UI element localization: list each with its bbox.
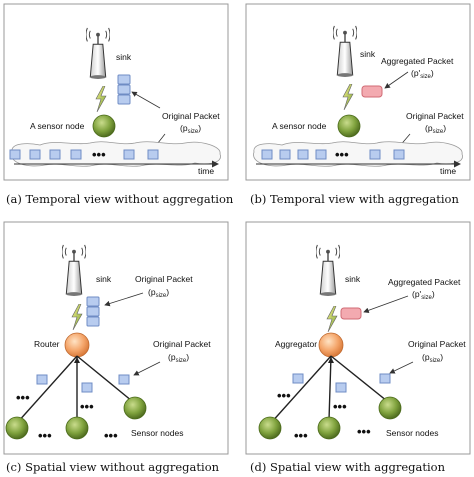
ellipsis: ••• [38, 428, 52, 443]
original-packet-label: Original Packet [406, 111, 464, 121]
pointer-arrow [104, 292, 144, 307]
panel-c: sink Original Packet (psize) Router Orig… [3, 221, 229, 474]
aggregator-node-icon [318, 332, 344, 358]
packet-icon [147, 149, 159, 160]
ellipsis: ••• [294, 428, 308, 443]
sensor-node-icon [123, 396, 147, 420]
packet-icon [29, 149, 41, 160]
ellipsis: ••• [335, 147, 349, 162]
pointer-arrow [131, 91, 161, 109]
ellipsis: ••• [92, 147, 106, 162]
packet-icon [86, 296, 100, 307]
sensor-node-icon [258, 416, 282, 440]
packet-icon [261, 149, 273, 160]
router-node-icon [64, 332, 90, 358]
time-cloud [253, 141, 463, 167]
panel-d-frame [245, 221, 471, 455]
link-line [328, 355, 332, 421]
pointer-arrow [133, 361, 161, 376]
aggregated-packet-label: Aggregated Packet [381, 56, 454, 66]
sensor-nodes-label: Sensor nodes [131, 428, 183, 438]
packet-icon [279, 149, 291, 160]
caption-a: (a) Temporal view without aggregation [6, 192, 234, 206]
sensor-node-icon [65, 416, 89, 440]
time-cloud [11, 141, 221, 167]
psize-label: (psize) [422, 352, 443, 364]
sensor-node-icon [317, 416, 341, 440]
packet-icon [117, 84, 131, 95]
packet-icon [393, 149, 405, 160]
packet-icon [335, 382, 347, 393]
panel-b: sink Aggregated Packet (p'size) A sensor… [245, 3, 471, 206]
ellipsis: ••• [104, 428, 118, 443]
packet-icon [36, 374, 48, 385]
time-label: time [440, 166, 456, 176]
pointer-arrow [384, 71, 409, 89]
pointer-arrow [363, 295, 409, 313]
arrow-head-icon [74, 357, 80, 363]
caption-d: (d) Spatial view with aggregation [250, 460, 446, 474]
sensor-node-label: A sensor node [30, 121, 85, 131]
sensor-nodes-label: Sensor nodes [386, 428, 438, 438]
ellipsis: ••• [80, 399, 94, 414]
sensor-node-icon [378, 396, 402, 420]
psize-label: (psize) [180, 123, 201, 135]
original-packet-label: Original Packet [408, 339, 466, 349]
packet-icon [117, 94, 131, 105]
psize-top-label: (psize) [148, 287, 169, 299]
link-line [16, 355, 78, 424]
sink-label: sink [360, 49, 376, 59]
caption-b: (b) Temporal view with aggregation [250, 192, 459, 206]
sink-label: sink [96, 274, 112, 284]
packet-icon [9, 149, 21, 160]
packet-icon [379, 373, 391, 384]
sensor-node-icon [337, 114, 361, 138]
router-label: Router [34, 339, 60, 349]
pprime-label: (p'size) [412, 289, 435, 301]
time-label: time [198, 166, 214, 176]
panel-a: sink A sensor node Original Packet (psiz… [3, 3, 234, 206]
original-packet-label: Original Packet [162, 111, 220, 121]
sink-label: sink [345, 274, 361, 284]
ellipsis: ••• [16, 390, 30, 405]
aggregated-packet-label: Aggregated Packet [388, 277, 461, 287]
aggregator-label: Aggregator [275, 339, 317, 349]
sink-label: sink [116, 52, 132, 62]
panel-c-frame [3, 221, 229, 455]
packet-icon [118, 374, 130, 385]
caption-c: (c) Spatial view without aggregation [6, 460, 220, 474]
sensor-node-label: A sensor node [272, 121, 327, 131]
link-line [76, 355, 133, 402]
link-line [269, 355, 332, 425]
packet-icon [49, 149, 61, 160]
psize-label: (psize) [168, 352, 189, 364]
psize-label: (psize) [425, 123, 446, 135]
ellipsis: ••• [333, 399, 347, 414]
arrow-head-icon [328, 357, 334, 363]
packet-icon [86, 316, 100, 327]
packet-icon [292, 373, 304, 384]
packet-icon [369, 149, 381, 160]
packet-icon [117, 74, 131, 85]
aggregated-packet-icon [340, 307, 362, 320]
sensor-node-icon [5, 416, 29, 440]
aggregated-packet-icon [361, 85, 383, 98]
sensor-node-icon [92, 114, 116, 138]
pointer-arrow [389, 361, 414, 374]
link-line [330, 355, 388, 402]
packet-icon [297, 149, 309, 160]
packet-icon [315, 149, 327, 160]
pprime-label: (p'size) [411, 68, 434, 80]
packet-icon [86, 306, 100, 317]
panel-d: sink Aggregated Packet (p'size) Aggregat… [245, 221, 471, 474]
packet-icon [123, 149, 135, 160]
packet-icon [70, 149, 82, 160]
ellipsis: ••• [277, 388, 291, 403]
original-packet-label: Original Packet [153, 339, 211, 349]
packet-icon [81, 382, 93, 393]
original-packet-top-label: Original Packet [135, 274, 193, 284]
ellipsis: ••• [357, 424, 371, 439]
